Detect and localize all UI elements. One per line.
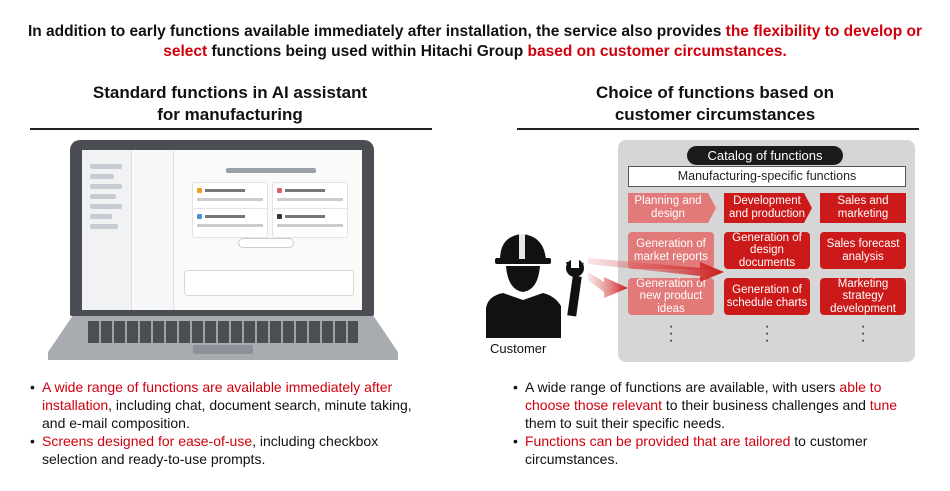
ellipsis-col3: ···: [860, 318, 866, 349]
header-arrow-development: [724, 193, 812, 223]
left-title-line2: for manufacturing: [157, 105, 303, 124]
left-title-line1: Standard functions in AI assistant: [92, 83, 368, 102]
wrench-icon: [566, 258, 584, 317]
cell-marketing-strategy: Marketing strategy development: [820, 278, 906, 315]
category-label: Manufacturing-specific functions: [628, 166, 906, 187]
cell-new-product-ideas: Generation of new product ideas: [628, 278, 714, 315]
app-sidebar: [82, 150, 132, 310]
app-history-panel: [134, 150, 174, 310]
left-divider: [30, 128, 432, 130]
cell-market-reports: Generation of market reports: [628, 232, 714, 269]
left-bullet-1: A wide range of functions are available …: [30, 378, 430, 432]
header-sales: Sales and marketing: [837, 195, 889, 220]
right-title-line1: Choice of functions based on: [595, 83, 834, 102]
right-divider: [517, 128, 919, 130]
laptop-lid: [70, 140, 374, 316]
header-development: Development and production: [728, 195, 806, 220]
cell-schedule-charts: Generation of schedule charts: [724, 278, 810, 315]
prompt-input-illustration: [184, 270, 354, 296]
right-bullet-list: A wide range of functions are available,…: [513, 378, 923, 468]
laptop-illustration: [48, 140, 398, 365]
left-title: Standard functions in AI assistant for m…: [30, 82, 430, 126]
right-title: Choice of functions based on customer ci…: [515, 82, 915, 126]
customer-label: Customer: [490, 341, 547, 356]
header-arrow-planning: [628, 193, 716, 223]
select-arrow-1: [588, 258, 724, 282]
select-arrow-2: [588, 272, 628, 298]
intro-highlight-2: based on customer circumstances.: [527, 43, 787, 60]
cell-design-documents: Generation of design documents: [724, 232, 810, 269]
laptop-screen: [82, 150, 362, 310]
left-bullet-2: Screens designed for ease-of-use, includ…: [30, 432, 430, 468]
catalog-title: Catalog of functions: [687, 146, 843, 165]
left-bullet-list: A wide range of functions are available …: [30, 378, 430, 468]
right-title-line2: customer circumstances: [614, 105, 816, 124]
header-planning: Planning and design: [634, 195, 702, 220]
intro-highlight-1: the flexibility to develop or select: [163, 23, 923, 60]
right-bullet-2: Functions can be provided that are tailo…: [513, 432, 923, 468]
app-main-area: [176, 150, 362, 310]
right-bullet-1: A wide range of functions are available,…: [513, 378, 923, 432]
laptop-trackpad: [193, 345, 253, 354]
intro-part-1: In addition to early functions available…: [27, 23, 726, 40]
header-arrow-sales: [820, 193, 906, 223]
intro-text: In addition to early functions available…: [20, 22, 930, 62]
intro-part-2: functions being used within Hitachi Grou…: [207, 43, 528, 60]
body-icon: [486, 293, 561, 338]
laptop-keyboard: [88, 321, 358, 343]
cell-sales-forecast: Sales forecast analysis: [820, 232, 906, 269]
face-icon: [506, 266, 540, 292]
ellipsis-col1: ···: [668, 318, 674, 349]
ellipsis-col2: ···: [764, 318, 770, 349]
